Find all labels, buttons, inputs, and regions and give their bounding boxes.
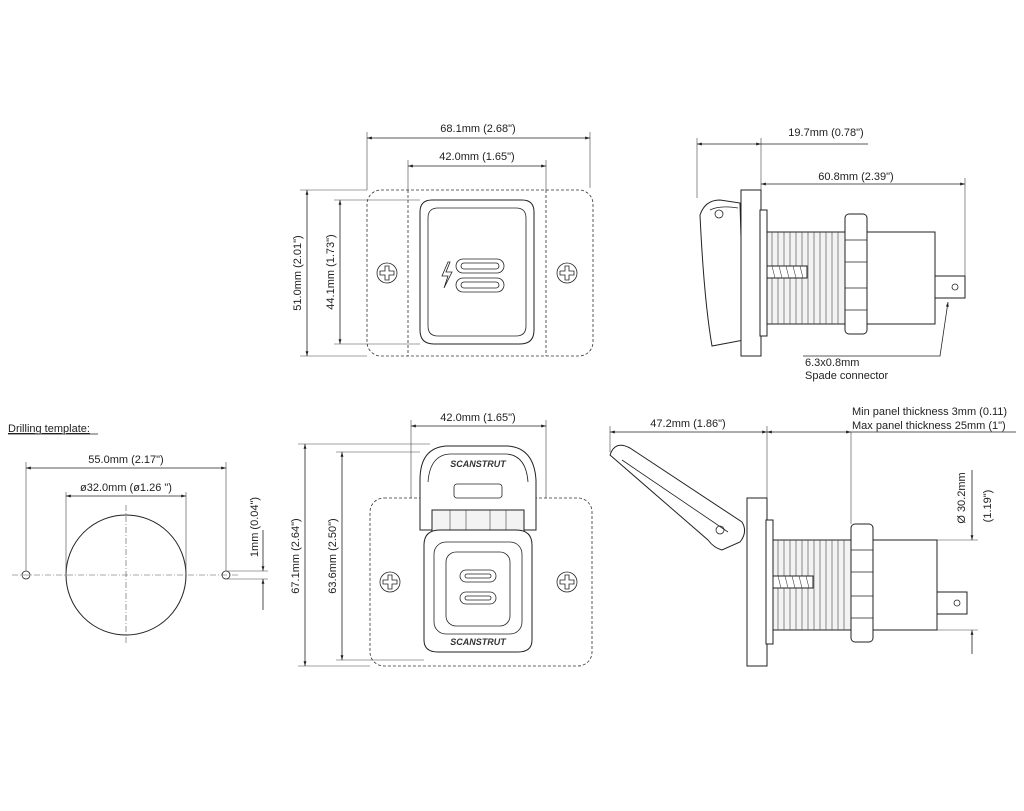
drilling-template: Drilling template: 55.0mm (2.17") ø32.0m… bbox=[8, 423, 268, 645]
usb-c-port-icon bbox=[459, 591, 497, 605]
phillips-screw-icon bbox=[379, 571, 401, 593]
phillips-screw-icon bbox=[556, 262, 578, 284]
dim-thread-diameter-in: (1.19") bbox=[982, 490, 994, 523]
brand-lid: SCANSTRUT bbox=[450, 459, 507, 469]
dim-height-inner: 44.1mm (1.73") bbox=[325, 234, 337, 309]
drilling-title: Drilling template: bbox=[8, 423, 90, 435]
dim-offset: 1mm (0.04") bbox=[249, 497, 261, 557]
usb-c-port-icon bbox=[455, 277, 505, 293]
dim-hole-spacing: 55.0mm (2.17") bbox=[88, 454, 163, 466]
dim-front-height-outer: 67.1mm (2.64") bbox=[290, 518, 302, 593]
phillips-screw-icon bbox=[556, 571, 578, 593]
dim-width-outer: 68.1mm (2.68") bbox=[440, 123, 515, 135]
dim-thread-diameter-mm: Ø 30.2mm bbox=[956, 472, 968, 523]
usb-c-port-icon bbox=[459, 569, 497, 583]
dim-height-outer: 51.0mm (2.01") bbox=[292, 235, 304, 310]
spade-connector-label: Spade connector bbox=[805, 370, 889, 382]
dim-front-width: 42.0mm (1.65") bbox=[440, 412, 515, 424]
top-front-view: 68.1mm (2.68") 42.0mm (1.65") 51.0mm (2.… bbox=[292, 123, 594, 357]
usb-c-port-icon bbox=[455, 258, 505, 274]
panel-max-thickness: Max panel thickness 25mm (1") bbox=[852, 420, 1006, 432]
phillips-screw-icon bbox=[376, 262, 398, 284]
panel-min-thickness: Min panel thickness 3mm (0.11) bbox=[852, 406, 1007, 418]
top-side-view: 19.7mm (0.78") 60.8mm (2.39") 6.3x0.8mm … bbox=[696, 127, 966, 382]
dim-front-height-inner: 63.6mm (2.50") bbox=[327, 518, 339, 593]
dim-hole-diameter: ø32.0mm (ø1.26 ") bbox=[80, 482, 172, 494]
bottom-side-view: 47.2mm (1.86") Min panel thickness 3mm (… bbox=[609, 406, 1016, 667]
dim-lid-depth: 47.2mm (1.86") bbox=[650, 418, 725, 430]
brand-front: SCANSTRUT bbox=[450, 637, 507, 647]
dim-flange-depth: 19.7mm (0.78") bbox=[788, 127, 863, 139]
dim-width-inner: 42.0mm (1.65") bbox=[439, 151, 514, 163]
dim-body-depth: 60.8mm (2.39") bbox=[818, 171, 893, 183]
lightning-icon bbox=[441, 261, 453, 289]
spade-size-label: 6.3x0.8mm bbox=[805, 357, 859, 369]
bottom-front-view: SCANSTRUT SCANSTRUT 42.0mm (1.65") bbox=[290, 412, 593, 667]
